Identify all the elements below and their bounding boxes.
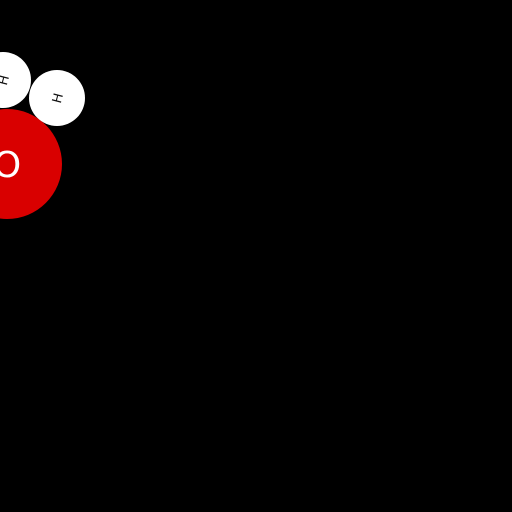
oxygen-atom: O [0,109,62,219]
hydrogen-atom-1-label: H [0,74,13,87]
hydrogen-atom-2-label: H [50,92,67,105]
oxygen-atom-label: O [0,145,21,186]
hydrogen-atom-2-sphere [29,70,85,126]
hydrogen-atom-1: H [0,52,31,108]
hydrogen-atom-1-sphere [0,52,31,108]
hydrogen-atom-2: H [29,70,85,126]
oxygen-atom-sphere [0,109,62,219]
